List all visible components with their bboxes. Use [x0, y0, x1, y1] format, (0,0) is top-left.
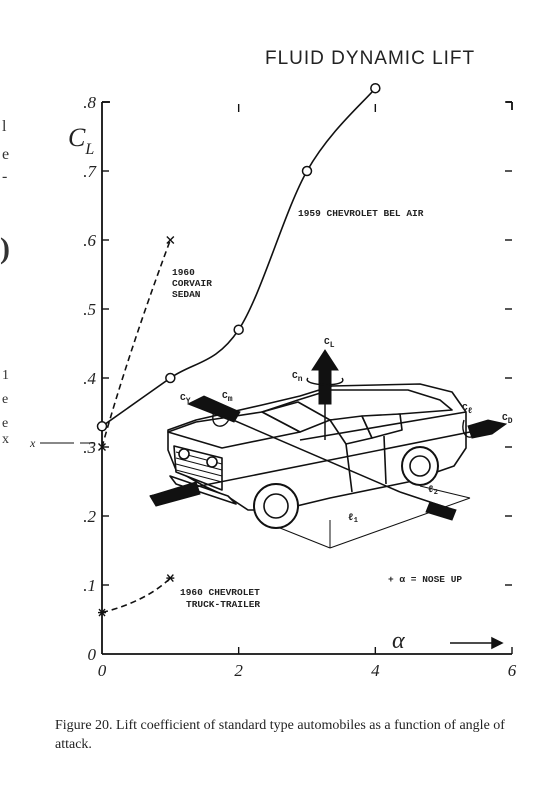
symbol-l1: ℓ1	[348, 512, 358, 525]
y-tick-label: .8	[83, 93, 96, 112]
y-tick-label: .7	[83, 162, 97, 181]
data-point-circle	[301, 165, 313, 177]
series-line-2	[101, 577, 171, 614]
y-tick-label: .4	[83, 369, 96, 388]
x-tick-label: 6	[508, 661, 517, 680]
car-dimension-lines	[279, 485, 471, 549]
car-rear-wheel-hub	[409, 455, 431, 477]
left-edge-fragment: e	[2, 416, 9, 431]
y-tick-label: .5	[83, 300, 96, 319]
chart-axes	[101, 101, 513, 655]
x-tick-label: 0	[98, 661, 107, 680]
car-bumper	[169, 475, 237, 505]
series-label-bel-air: 1959 CHEVROLET BEL AIR	[298, 208, 424, 219]
symbol-l2: ℓ2	[428, 484, 438, 497]
drag-arrow-back	[149, 481, 201, 507]
data-point-circle	[370, 82, 381, 94]
x-axis-label: α	[392, 628, 405, 654]
nose-up-note: + α = NOSE UP	[388, 574, 462, 585]
side-arrow-rear	[425, 501, 457, 521]
y-tick-label: .2	[83, 507, 96, 526]
left-edge-fragment: e	[2, 392, 9, 407]
symbol-cd: CD	[502, 412, 513, 426]
y-tick-label: 0	[88, 645, 97, 664]
corvair-label-line: 1960	[172, 267, 195, 278]
car-door-seam	[345, 443, 353, 493]
car-hood	[167, 411, 301, 449]
drag-arrow-head	[467, 419, 508, 439]
car-illustration	[167, 383, 471, 549]
symbol-croll: Cℓ	[462, 402, 473, 416]
left-edge-fragment: -	[2, 168, 8, 185]
left-edge-fragment: 1	[2, 368, 9, 383]
y-tick-label: .1	[83, 576, 96, 595]
data-point-asterisk	[166, 574, 175, 583]
x-tick-labels: 0 2 4 6	[98, 661, 517, 680]
x-tick-label: 4	[371, 661, 380, 680]
symbol-cl: CL	[324, 336, 335, 350]
truck-label-line: TRUCK-TRAILER	[186, 599, 260, 610]
y-tick-label: .3	[83, 438, 96, 457]
series-line-0	[101, 87, 376, 427]
force-arrows	[149, 349, 508, 521]
series-label-corvair: 1960 CORVAIR SEDAN	[172, 267, 218, 300]
y-tick-label: .6	[83, 231, 96, 250]
series-line-1	[101, 239, 172, 448]
data-point-circle	[165, 372, 176, 384]
tick-marks	[102, 101, 513, 654]
car-headlight	[206, 456, 218, 468]
truck-label-line: 1960 CHEVROLET	[180, 587, 260, 598]
y-tick-labels: 0 .1 .2 .3 .4 .5 .6 .7 .8	[83, 93, 97, 664]
pitch-moment-ring	[212, 411, 231, 427]
page-title: FLUID DYNAMIC LIFT	[265, 48, 476, 69]
data-point-x	[98, 443, 106, 451]
corvair-label-line: CORVAIR	[172, 278, 212, 289]
symbol-cy: CY	[180, 392, 191, 406]
symbol-cn: Cn	[292, 370, 303, 384]
lift-arrow-head	[311, 349, 339, 371]
series-layer	[96, 82, 381, 617]
left-edge-fragment: x	[2, 432, 9, 447]
side-arrow	[186, 395, 241, 423]
data-point-circle	[96, 421, 108, 432]
data-point-asterisk	[98, 608, 106, 617]
figure-caption: Figure 20. Lift coefficient of standard …	[55, 718, 505, 752]
data-point-x	[166, 236, 175, 244]
data-point-circle	[233, 324, 244, 335]
x-axis-arrow	[450, 636, 504, 650]
left-edge-fragment: e	[2, 146, 10, 163]
car-front-wheel	[253, 483, 299, 529]
lift-arrow-shaft	[318, 367, 332, 405]
car-belt-line	[299, 411, 467, 441]
car-headlight	[178, 448, 190, 460]
car-rear-wheel	[401, 446, 439, 486]
yaw-moment-ring	[306, 377, 344, 386]
drag-axis-line	[149, 425, 501, 497]
left-edge-fragment: )	[0, 232, 10, 265]
svg-text:x: x	[29, 436, 36, 450]
zero-reference-marker: x	[29, 436, 95, 450]
y-axis-label: CL	[68, 123, 94, 158]
left-edge-fragment: l	[2, 118, 7, 135]
series-label-truck: 1960 CHEVROLET TRUCK-TRAILER	[180, 587, 266, 610]
force-symbols: CL Cn CY Cm Cℓ CD ℓ1 ℓ2	[180, 336, 513, 525]
x-tick-label: 2	[234, 661, 243, 680]
corvair-label-line: SEDAN	[172, 289, 201, 300]
car-door-seam	[383, 435, 387, 485]
symbol-cm: Cm	[222, 390, 233, 404]
car-front-wheel-hub	[263, 493, 289, 519]
roll-moment-ring	[462, 419, 477, 438]
